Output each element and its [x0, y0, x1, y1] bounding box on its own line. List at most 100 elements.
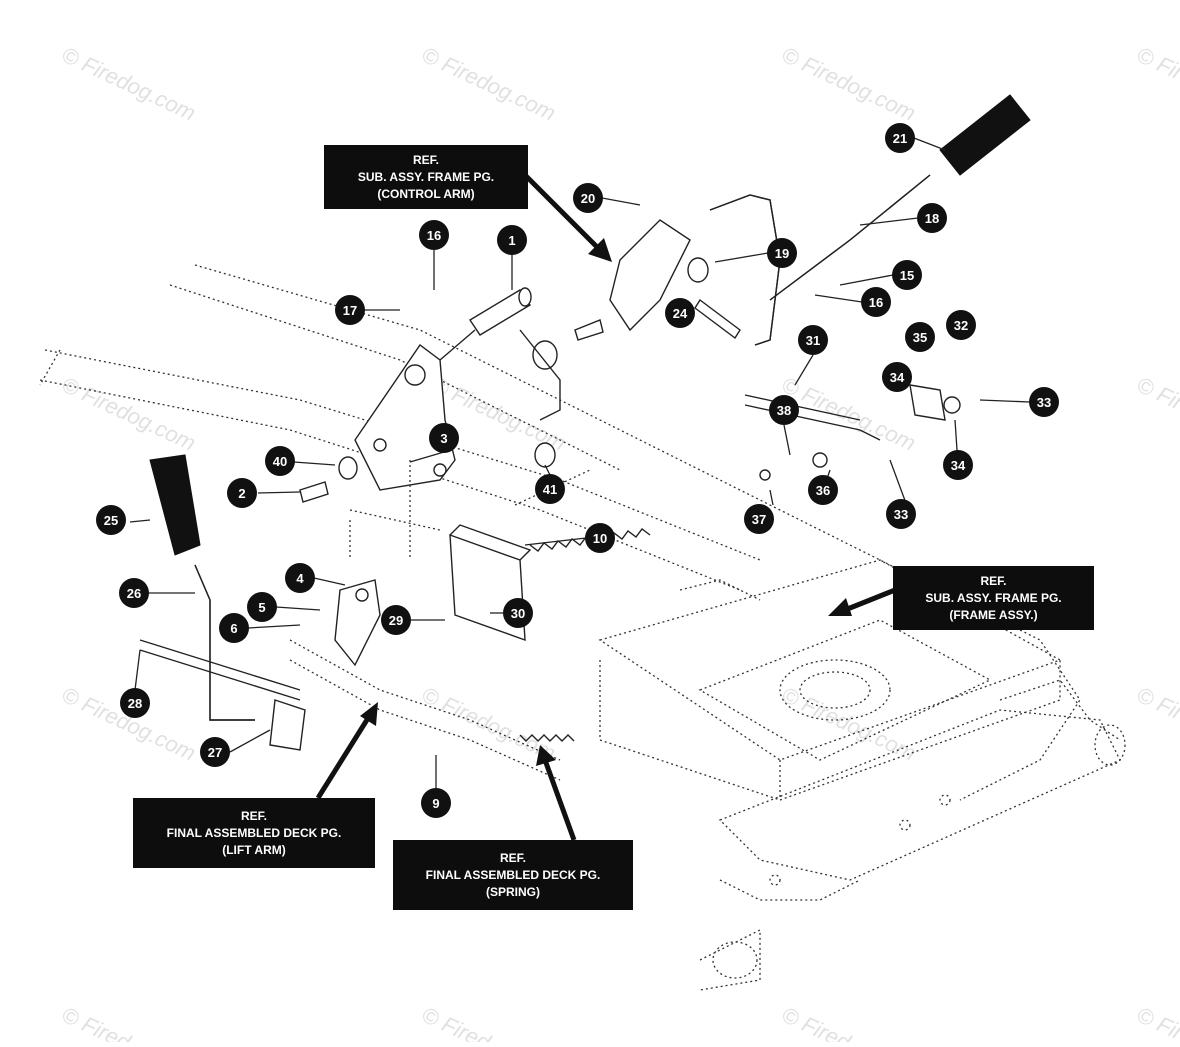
callout-number: 1: [508, 233, 515, 248]
callout-number: 9: [432, 796, 439, 811]
watermark-text: © Firedog.com: [1133, 42, 1180, 126]
callout-circle: [798, 325, 828, 355]
callout-3: 3: [429, 423, 459, 453]
callout-circle: [917, 203, 947, 233]
callout-15: 15: [892, 260, 922, 290]
callout-1: 1: [497, 225, 527, 255]
ref-line: (FRAME ASSY.): [949, 607, 1038, 622]
callout-number: 16: [427, 228, 441, 243]
callout-16: 16: [419, 220, 449, 250]
callout-number: 32: [954, 318, 968, 333]
callout-circle: [227, 478, 257, 508]
ref-line: REF.: [240, 808, 267, 823]
watermark-text: © Firedog.com: [1133, 1002, 1180, 1042]
callout-number: 20: [581, 191, 595, 206]
callout-number: 24: [673, 306, 688, 321]
callout-number: 25: [104, 513, 118, 528]
callout-circle: [381, 605, 411, 635]
callout-circle: [497, 225, 527, 255]
callout-4: 4: [285, 563, 315, 593]
watermark-text: © Firedog.com: [778, 42, 920, 126]
callout-circle: [96, 505, 126, 535]
watermark-text: © Firedog.com: [1133, 372, 1180, 456]
callout-25: 25: [96, 505, 126, 535]
callout-circle: [265, 446, 295, 476]
callout-circle: [421, 788, 451, 818]
callout-41: 41: [535, 474, 565, 504]
callout-number: 31: [806, 333, 820, 348]
callout-33: 33: [886, 499, 916, 529]
callout-18: 18: [917, 203, 947, 233]
ref-line: SUB. ASSY. FRAME PG.: [925, 590, 1062, 605]
callout-20: 20: [573, 183, 603, 213]
callout-circle: [769, 395, 799, 425]
callout-number: 6: [230, 621, 237, 636]
ref-line: REF.: [412, 152, 439, 167]
callout-circle: [585, 523, 615, 553]
reference-arrows: [315, 173, 896, 841]
callout-36: 36: [808, 475, 838, 505]
callout-5: 5: [247, 592, 277, 622]
ref-box-spring: REF. FINAL ASSEMBLED DECK PG. (SPRING): [393, 840, 633, 910]
ref-line: (LIFT ARM): [222, 842, 286, 857]
callout-circle: [885, 123, 915, 153]
callout-21: 21: [885, 123, 915, 153]
callout-28: 28: [120, 688, 150, 718]
callout-16: 16: [861, 287, 891, 317]
callout-9: 9: [421, 788, 451, 818]
callout-circle: [429, 423, 459, 453]
callout-number: 5: [258, 600, 265, 615]
callout-number: 2: [238, 486, 245, 501]
callout-number: 26: [127, 586, 141, 601]
callout-circle: [665, 298, 695, 328]
callout-24: 24: [665, 298, 695, 328]
callout-number: 19: [775, 246, 789, 261]
callout-circle: [247, 592, 277, 622]
callout-35: 35: [905, 322, 935, 352]
callout-34: 34: [943, 450, 973, 480]
callout-circle: [120, 688, 150, 718]
callout-37: 37: [744, 504, 774, 534]
ref-line: FINAL ASSEMBLED DECK PG.: [166, 825, 342, 840]
callout-circle: [119, 578, 149, 608]
callout-number: 36: [816, 483, 830, 498]
callout-circle: [219, 613, 249, 643]
callout-circle: [905, 322, 935, 352]
callout-circle: [882, 362, 912, 392]
callout-number: 3: [440, 431, 447, 446]
ref-box-frame-assy: REF. SUB. ASSY. FRAME PG. (FRAME ASSY.): [893, 566, 1094, 630]
callout-number: 27: [208, 745, 222, 760]
watermark-text: © Firedog.com: [58, 1002, 200, 1042]
watermark-text: © Firedog.com: [418, 1002, 560, 1042]
callout-33: 33: [1029, 387, 1059, 417]
ref-line: SUB. ASSY. FRAME PG.: [357, 169, 495, 184]
callout-17: 17: [335, 295, 365, 325]
callout-circle: [335, 295, 365, 325]
watermark-text: © Firedog.com: [418, 42, 560, 126]
callout-2: 2: [227, 478, 257, 508]
callout-number: 29: [389, 613, 403, 628]
callout-circle: [1029, 387, 1059, 417]
callout-circle: [886, 499, 916, 529]
callout-number: 37: [752, 512, 766, 527]
callout-26: 26: [119, 578, 149, 608]
callout-number: 34: [951, 458, 966, 473]
callout-27: 27: [200, 737, 230, 767]
callout-40: 40: [265, 446, 295, 476]
callout-circle: [503, 598, 533, 628]
callout-circle: [535, 474, 565, 504]
callout-31: 31: [798, 325, 828, 355]
callout-circle: [285, 563, 315, 593]
ref-line: FINAL ASSEMBLED DECK PG.: [425, 867, 601, 882]
callout-circle: [808, 475, 838, 505]
ref-line: (CONTROL ARM): [377, 186, 475, 201]
ref-box-lift-arm: REF. FINAL ASSEMBLED DECK PG. (LIFT ARM): [133, 798, 375, 868]
callout-circle: [744, 504, 774, 534]
callout-38: 38: [769, 395, 799, 425]
callout-circle: [861, 287, 891, 317]
callout-number: 28: [128, 696, 142, 711]
callout-number: 21: [893, 131, 907, 146]
